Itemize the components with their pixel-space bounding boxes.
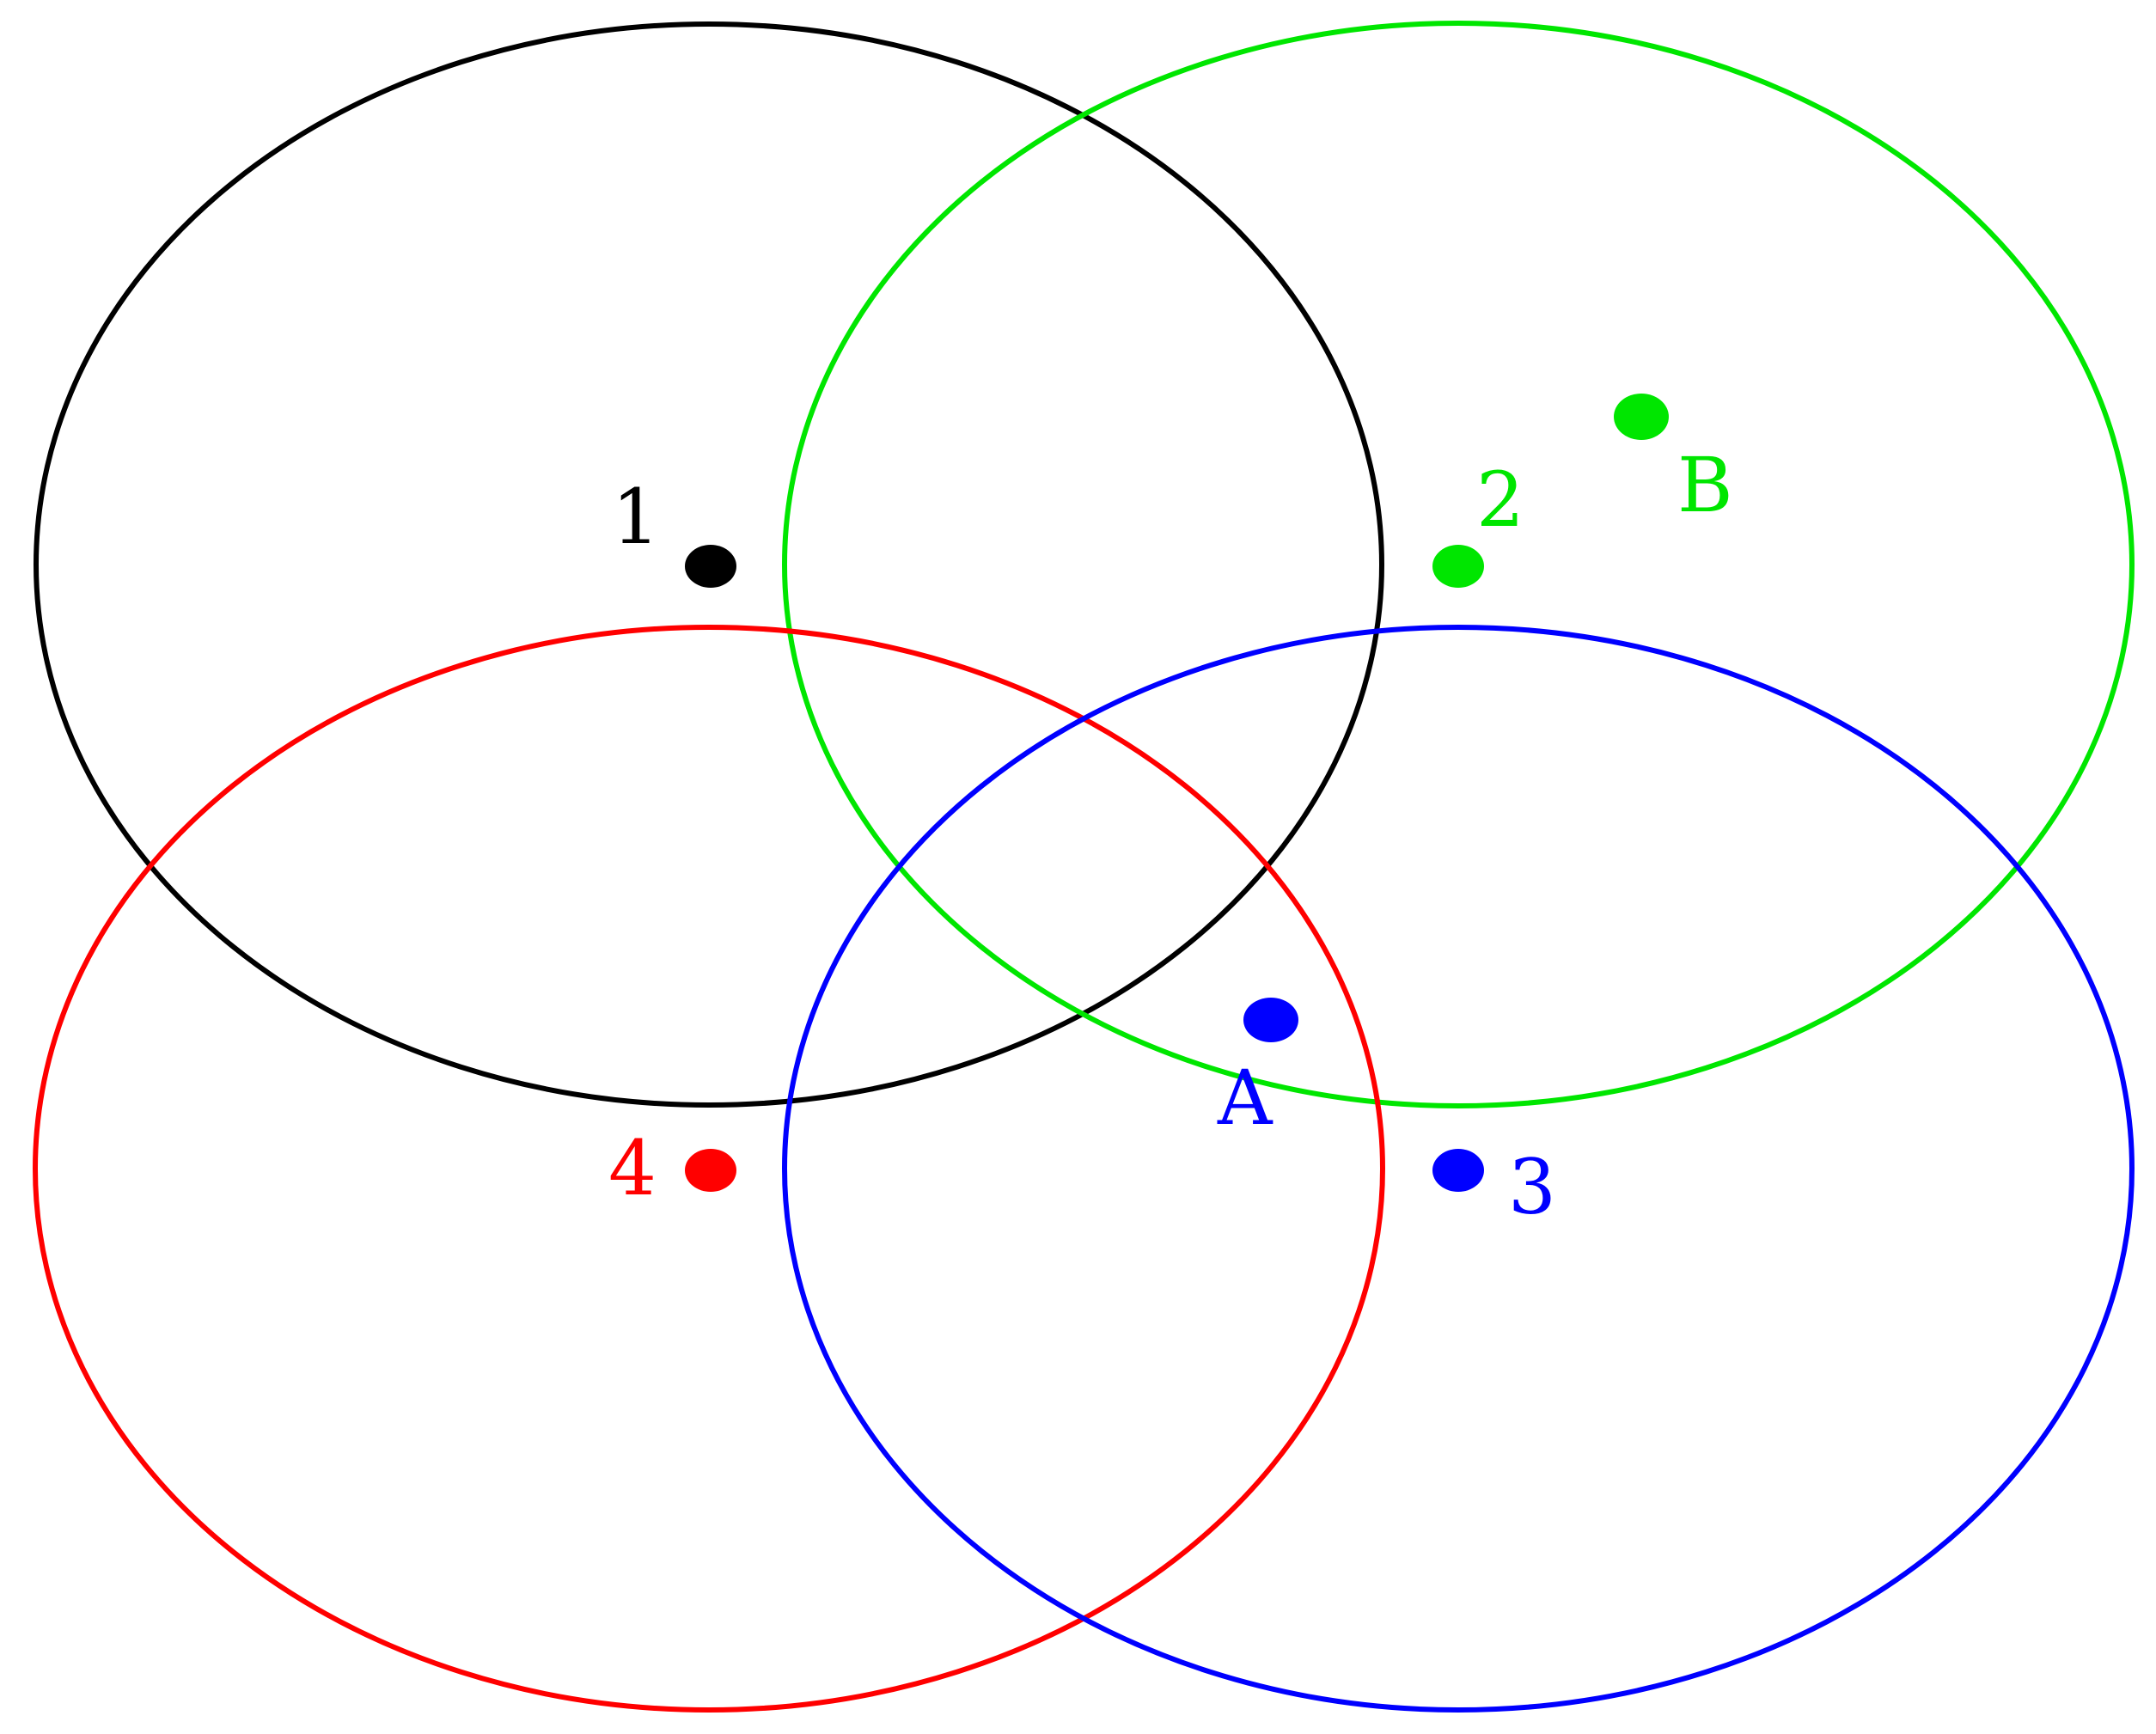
point-3-marker bbox=[1432, 1149, 1484, 1192]
point-2-label: 2 bbox=[1476, 455, 1524, 544]
point-a-label: A bbox=[1217, 1053, 1273, 1142]
point-4-label: 4 bbox=[608, 1124, 657, 1212]
blue-circle bbox=[782, 625, 2135, 1713]
green-circle bbox=[782, 21, 2135, 1108]
point-3-label: 3 bbox=[1508, 1143, 1556, 1231]
point-a-marker bbox=[1243, 998, 1298, 1042]
point-b-marker bbox=[1614, 394, 1669, 440]
black-circle bbox=[34, 21, 1384, 1108]
point-b-label: B bbox=[1677, 441, 1733, 529]
red-circle bbox=[33, 625, 1385, 1713]
point-4-marker bbox=[685, 1149, 736, 1192]
point-2-marker bbox=[1432, 545, 1484, 588]
point-1-label: 1 bbox=[612, 473, 660, 561]
point-1-marker bbox=[685, 545, 736, 588]
